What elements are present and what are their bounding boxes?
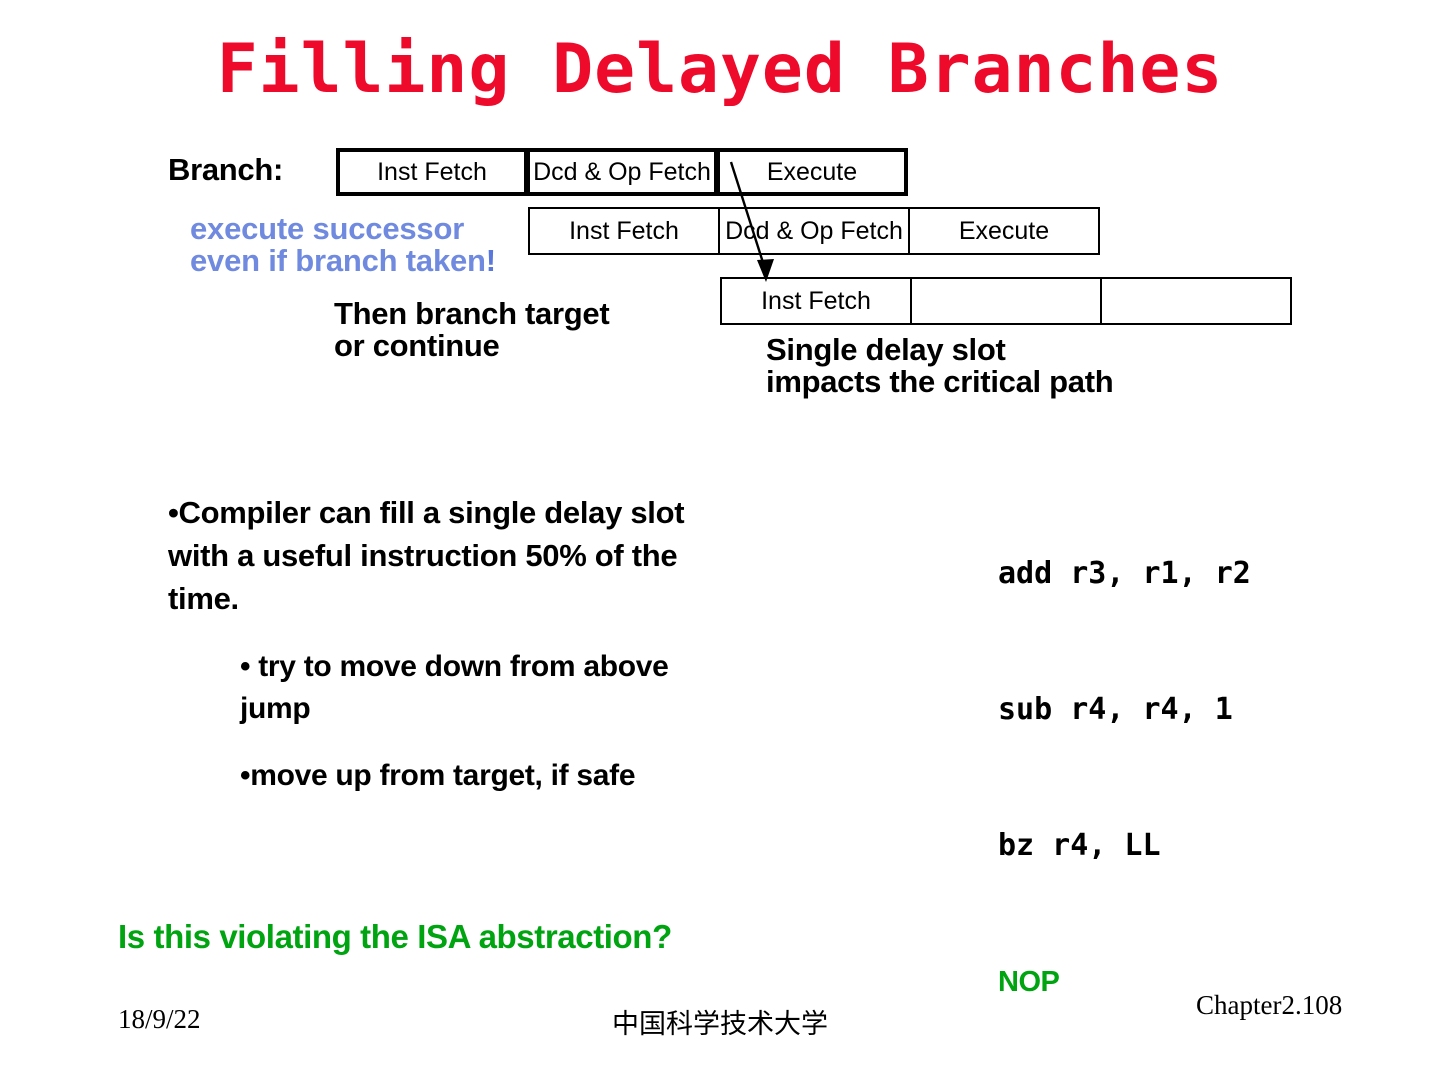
pipeline-stage-empty-2 xyxy=(1100,277,1292,325)
footer-page-number: Chapter2.108 xyxy=(1196,990,1343,1020)
code-listing: add r3, r1, r2 sub r4, r4, 1 bz r4, LL N… xyxy=(928,478,1251,1080)
pipeline-stage-dcd-op-fetch: Dcd & Op Fetch xyxy=(718,207,910,255)
pipeline-stage-dcd-op-fetch: Dcd & Op Fetch xyxy=(526,148,718,196)
code-line-add: add r3, r1, r2 xyxy=(998,556,1251,591)
bullet-item-move-up: •move up from target, if safe xyxy=(240,759,636,793)
pipeline-stage-inst-fetch: Inst Fetch xyxy=(336,148,528,196)
bullet-list: •Compiler can fill a single delay slot w… xyxy=(168,492,828,796)
pipeline-stage-inst-fetch: Inst Fetch xyxy=(528,207,720,255)
question-isa-abstraction: Is this violating the ISA abstraction? xyxy=(118,918,672,955)
pipeline-stage-empty-1 xyxy=(910,277,1102,325)
page-title: Filling Delayed Branches xyxy=(216,30,1224,109)
pipeline-row-delay-slot-instruction: Inst Fetch Dcd & Op Fetch Execute xyxy=(528,207,1103,255)
code-line-nop: NOP xyxy=(998,966,1060,998)
footer-date: 18/9/22 xyxy=(118,1004,201,1034)
annotation-execute-successor-text: execute successor even if branch taken xyxy=(190,211,486,278)
pipeline-row-branch-target-instruction: Inst Fetch xyxy=(720,277,1295,325)
pipeline-stage-inst-fetch: Inst Fetch xyxy=(720,277,912,325)
branch-label: Branch: xyxy=(168,152,284,187)
annotation-then-branch-target: Then branch target or continue xyxy=(334,296,610,363)
code-line-sub: sub r4, r4, 1 xyxy=(998,692,1233,727)
pipeline-row-branch-instruction: Inst Fetch Dcd & Op Fetch Execute xyxy=(336,148,910,196)
annotation-single-delay-slot: Single delay slot impacts the critical p… xyxy=(766,332,1114,399)
annotation-execute-successor-exclamation: ! xyxy=(485,242,496,278)
bullet-item-move-down: • try to move down from above jump xyxy=(240,650,669,725)
annotation-execute-successor: execute successor even if branch taken! xyxy=(190,213,496,276)
footer-organization: 中国科学技术大学 xyxy=(612,1009,828,1039)
bullet-item-compiler-fill: •Compiler can fill a single delay slot w… xyxy=(168,495,685,616)
pipeline-stage-execute: Execute xyxy=(716,148,908,196)
code-line-bz: bz r4, LL xyxy=(998,828,1161,863)
pipeline-stage-execute: Execute xyxy=(908,207,1100,255)
